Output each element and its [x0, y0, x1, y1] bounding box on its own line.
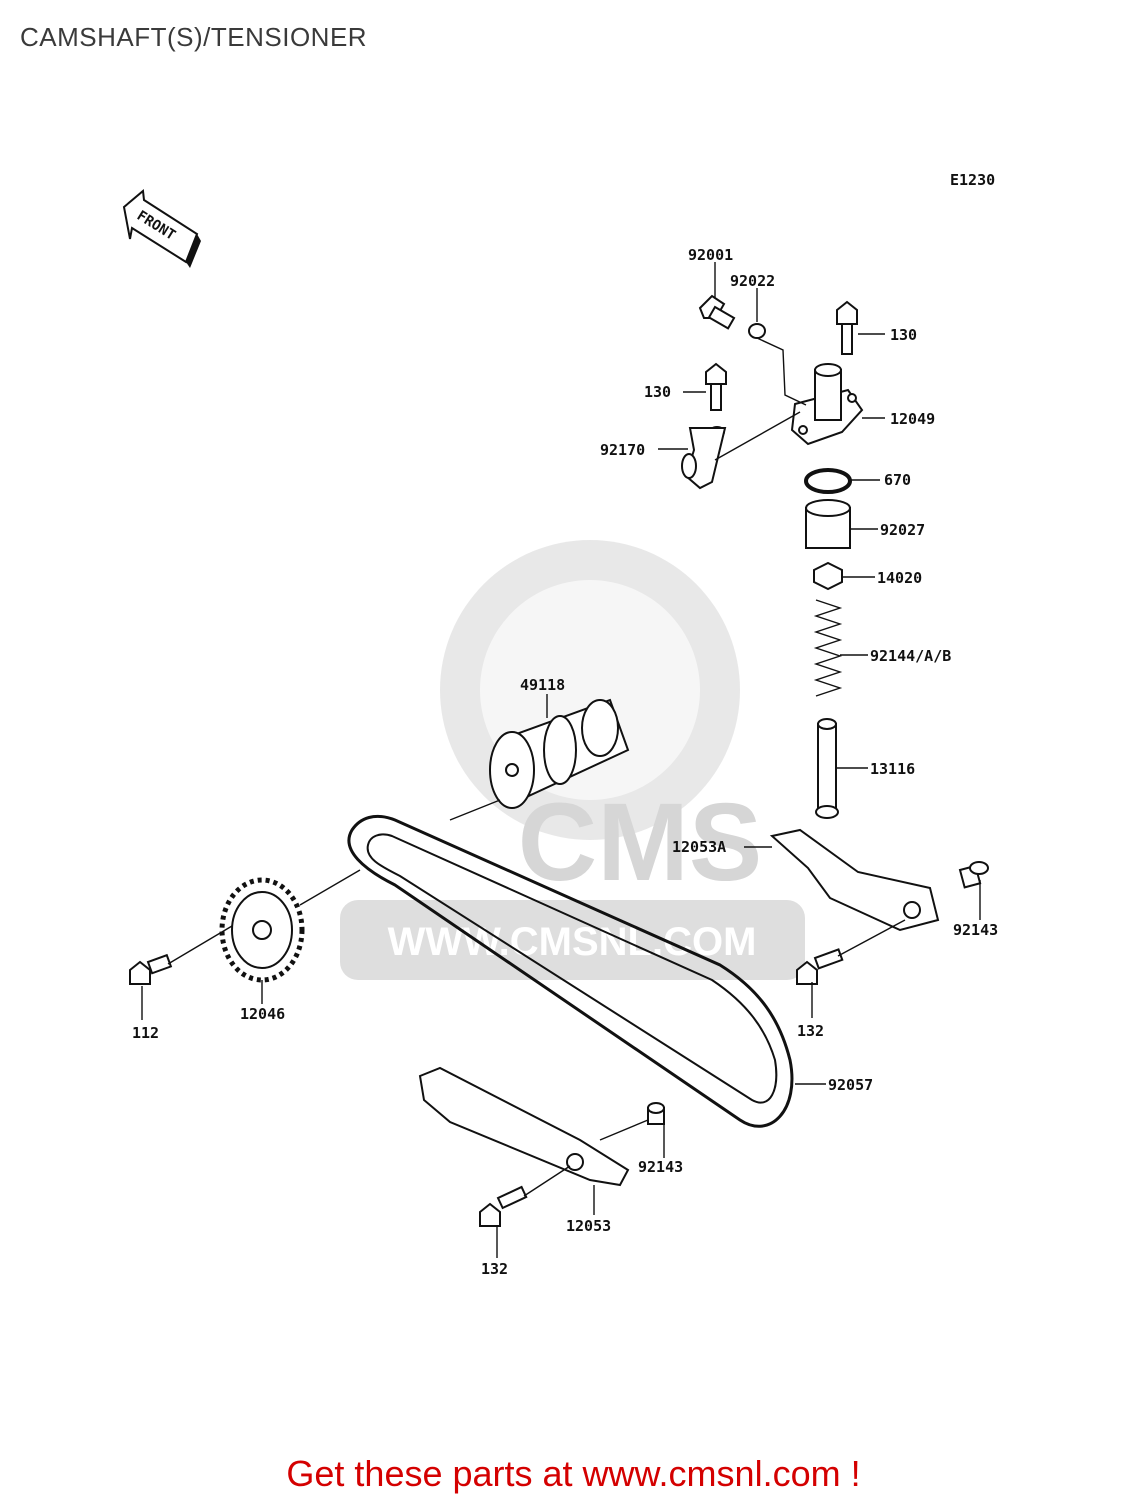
bolt-130-right — [836, 300, 858, 355]
watermark-url: WWW.CMSNL.COM — [388, 920, 757, 964]
guide-12053A — [769, 828, 940, 932]
bracket-92170 — [681, 427, 727, 490]
label-49118: 49118 — [520, 676, 565, 694]
rod-13116 — [815, 718, 839, 819]
label-12049: 12049 — [890, 410, 935, 428]
label-92143-lower: 92143 — [638, 1158, 683, 1176]
bolt-112 — [129, 953, 173, 985]
label-12053A: 12053A — [672, 838, 726, 856]
footer-link[interactable]: Get these parts at www.cmsnl.com ! — [286, 1453, 861, 1494]
label-130-right: 130 — [890, 326, 917, 344]
tensioner-12049 — [790, 363, 864, 446]
parts-diagram: CMS WWW.CMSNL.COM E1230 FRONT — [122, 171, 998, 1278]
label-92144: 92144/A/B — [870, 647, 951, 665]
label-13116: 13116 — [870, 760, 915, 778]
pin-92143-right — [958, 861, 989, 889]
label-92001: 92001 — [688, 246, 733, 264]
label-92143-right: 92143 — [953, 921, 998, 939]
nut-14020 — [813, 561, 843, 591]
label-112: 112 — [132, 1024, 159, 1042]
sprocket-12046 — [219, 877, 305, 983]
cms-watermark: CMS WWW.CMSNL.COM — [340, 540, 805, 980]
bolt-92001 — [698, 294, 736, 330]
label-130-left: 130 — [644, 383, 671, 401]
front-arrow-icon: FRONT — [122, 189, 201, 268]
camshaft-49118 — [489, 698, 630, 809]
label-12046: 12046 — [240, 1005, 285, 1023]
pin-92143-lower — [647, 1102, 665, 1125]
leader-lines — [141, 262, 981, 1258]
label-12053: 12053 — [566, 1217, 611, 1235]
watermark-brand: CMS — [518, 781, 762, 904]
collar-92027 — [805, 499, 851, 549]
diagram-code: E1230 — [950, 171, 995, 189]
washer-92022 — [748, 323, 766, 339]
label-14020: 14020 — [877, 569, 922, 587]
page-title: CAMSHAFT(S)/TENSIONER — [20, 22, 368, 52]
label-132-right: 132 — [797, 1022, 824, 1040]
bolt-130-left — [705, 362, 727, 438]
label-132-lower: 132 — [481, 1260, 508, 1278]
spring-92144 — [813, 599, 843, 697]
label-92170: 92170 — [600, 441, 645, 459]
bolt-132-lower — [479, 1185, 528, 1227]
cam-chain-92057 — [347, 814, 794, 1128]
guide-12053 — [418, 1066, 630, 1187]
label-670: 670 — [884, 471, 911, 489]
label-92022: 92022 — [730, 272, 775, 290]
label-92057: 92057 — [828, 1076, 873, 1094]
oring-670 — [804, 468, 852, 494]
label-92027: 92027 — [880, 521, 925, 539]
